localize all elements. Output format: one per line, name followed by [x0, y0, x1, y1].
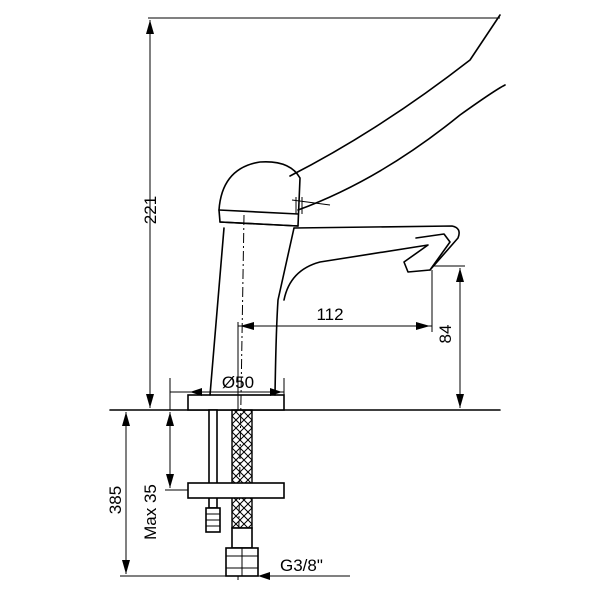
spout: [283, 225, 460, 301]
label-tail-length: 385: [106, 486, 125, 514]
arrow-reach-right: [416, 322, 430, 330]
arrow-tail-bottom: [122, 560, 130, 574]
base-flange: [187, 394, 285, 411]
arrow-dia-left: [190, 388, 202, 396]
cap-band: [218, 209, 299, 227]
arrow-dia-right: [270, 388, 282, 396]
arrow-top: [146, 20, 154, 34]
label-connection-thread: G3/8": [280, 556, 323, 575]
label-max-deck: Max 35: [141, 484, 160, 540]
label-spout-reach: 112: [316, 305, 343, 324]
braided-hose: [231, 409, 253, 529]
arrow-sh-bottom: [456, 394, 464, 408]
handle-detail: [291, 197, 331, 214]
spout-tip: [415, 233, 451, 271]
label-total-height: 221: [141, 196, 160, 224]
hose-connector: [231, 527, 253, 549]
arrow-sh-top: [456, 268, 464, 282]
label-spout-height: 84: [436, 325, 455, 344]
arrow-reach-left: [240, 322, 254, 330]
fixing-plate: [187, 482, 285, 499]
arrow-tail-top: [122, 412, 130, 426]
faucet-body: [209, 227, 295, 396]
arrow-deck-bottom: [166, 474, 174, 488]
lever-handle: [289, 14, 506, 211]
arrow-deck-top: [166, 412, 174, 426]
mixer-cap: [218, 161, 301, 227]
arrow-thread: [258, 572, 270, 580]
label-diameter: Ø50: [222, 373, 254, 392]
center-line: [237, 214, 245, 581]
arrow-bottom: [146, 394, 154, 408]
